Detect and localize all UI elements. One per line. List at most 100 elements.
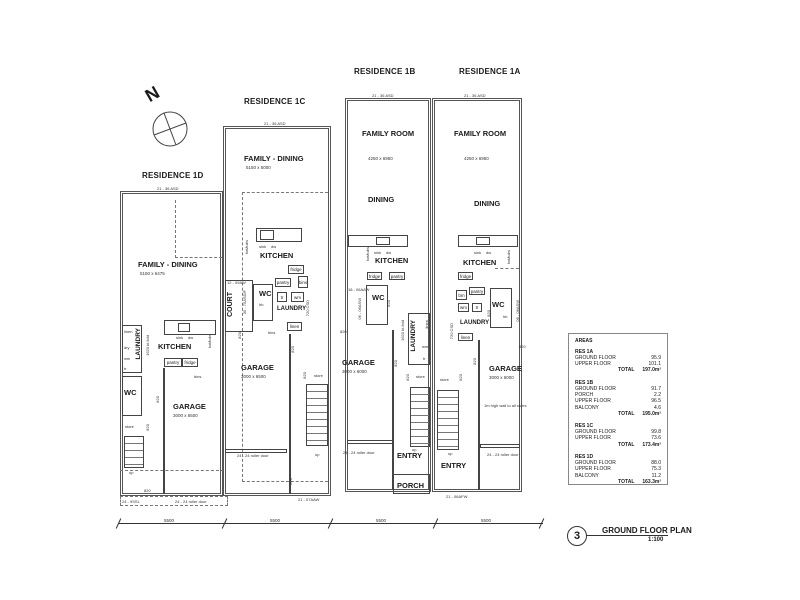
court — [225, 280, 253, 332]
wc-label: WC — [124, 388, 137, 397]
dimension-value: 5500 — [376, 518, 387, 523]
hotwater-label: hot/tubs — [365, 247, 370, 262]
kitchen-label: KITCHEN — [375, 256, 409, 265]
sink-icon — [376, 237, 390, 245]
residence-1d-title: RESIDENCE 1D — [142, 171, 204, 180]
row-value: 101.1 — [648, 361, 661, 368]
wc-room — [122, 376, 142, 416]
kitchen-bench — [256, 228, 302, 242]
roller-door-label: 24 - 24 roller door — [237, 453, 269, 458]
total-value: 163.3m² — [642, 478, 661, 485]
hb-label: hb — [259, 302, 264, 307]
laundry-room — [122, 325, 142, 373]
row-label: UPPER FLOOR — [575, 361, 611, 368]
area-row: UPPER FLOOR 101.1 — [575, 361, 661, 367]
entry-label: ENTRY — [397, 451, 423, 460]
door-820: 820 — [472, 358, 477, 365]
residence-1a-outline — [432, 98, 522, 492]
kitchen-zone-outline — [242, 192, 328, 482]
title-underline — [586, 535, 668, 536]
pantry: pantry — [389, 272, 405, 280]
row-label: GROUND FLOOR — [575, 355, 616, 361]
row-value: 73.6 — [651, 435, 661, 442]
porch-label: PORCH — [397, 481, 425, 490]
tr: tr — [472, 303, 482, 312]
door-820: 820 — [155, 396, 160, 403]
north-arrow-icon — [152, 111, 188, 147]
row-label: GROUND FLOOR — [575, 429, 616, 436]
linen-label: linen — [424, 320, 429, 329]
stairs-up-label: up — [412, 447, 417, 452]
wm: wm — [458, 303, 469, 312]
linen: linen — [458, 333, 473, 341]
row-value: 11.2 — [651, 472, 661, 479]
hotwater-label: hot/tubs — [506, 250, 511, 265]
row-label: GROUND FLOOR — [575, 460, 616, 467]
family-room-dims: 4250 x 6950 — [464, 156, 489, 161]
residence-1b-outline — [345, 98, 431, 492]
row-label: UPPER FLOOR — [575, 466, 611, 473]
bm: bm — [456, 290, 467, 300]
fridge: fridge — [288, 265, 304, 274]
wc-label: WC — [492, 300, 505, 309]
door-820: 820 — [237, 332, 242, 339]
residence-1d-outline — [120, 191, 223, 496]
dimension-tick — [538, 518, 545, 529]
window-tag: 21 - 36 ASD — [372, 93, 394, 98]
door-820: 820 — [302, 372, 307, 379]
bins-label: bins — [194, 374, 202, 379]
residence-1b-title: RESIDENCE 1B — [354, 67, 416, 76]
drawing-title: GROUND FLOOR PLAN — [602, 526, 692, 535]
row-value: 95.9 — [651, 355, 661, 361]
residence-1c-outline — [223, 126, 331, 496]
dw-label: dw — [386, 250, 392, 255]
laundry-dims: 720 CSD — [449, 323, 454, 340]
group-title: RES 1A — [575, 349, 594, 355]
dining-label: DINING — [368, 195, 395, 204]
front-outline — [120, 496, 228, 506]
wc-room — [366, 285, 388, 325]
pantry: pantry — [275, 278, 291, 287]
side-window-tag: 06 - 06ASW — [357, 298, 362, 320]
garage-dims: 3000 x 6000 — [342, 369, 367, 374]
total-label: TOTAL — [618, 410, 635, 417]
fridge: fridge — [458, 272, 473, 280]
door-820: 820 — [386, 300, 391, 307]
court-window-tag: 12 - 09AW — [227, 280, 246, 285]
laundry-label: LAUNDRY — [460, 320, 490, 326]
wall-note: 1m high wall to all stairs — [484, 403, 527, 408]
garage-dims: 3000 x 6500 — [173, 413, 198, 418]
bottom-window-tag: 21 - 06AFW — [446, 494, 468, 499]
laundry-door-label: 1620 bi-fold — [145, 335, 150, 356]
wm-label: wm — [422, 344, 429, 349]
row-value: 4.6 — [654, 404, 661, 411]
dw-label: dw — [188, 335, 194, 340]
family-room-dims: 4250 x 6950 — [368, 156, 393, 161]
wc-label: WC — [372, 293, 385, 302]
wc-room — [490, 288, 512, 328]
garage-wall — [478, 340, 480, 490]
store-label: store — [440, 377, 449, 382]
family-dining-dims: 5150 x 6475 — [140, 271, 165, 276]
linen-label: linen — [124, 329, 133, 334]
garage-wall — [163, 368, 165, 494]
dining-label: DINING — [474, 199, 501, 208]
bottom-window-tag: 21 - 07AAW — [298, 497, 320, 502]
sink-label: sink — [259, 244, 267, 249]
laundry-room — [408, 313, 430, 365]
total-value: 197.0m² — [642, 367, 661, 374]
garage-label: GARAGE — [241, 363, 274, 372]
sink-label: sink — [176, 335, 184, 340]
dimension-value: 5500 — [164, 518, 175, 523]
family-room-label: FAMILY ROOM — [454, 129, 507, 138]
row-label: PORCH — [575, 392, 594, 399]
kitchen-zone-outline — [175, 200, 222, 258]
sink-label: sink — [374, 250, 382, 255]
hb-label: hb — [503, 314, 508, 319]
garage-front-wall — [225, 449, 287, 453]
